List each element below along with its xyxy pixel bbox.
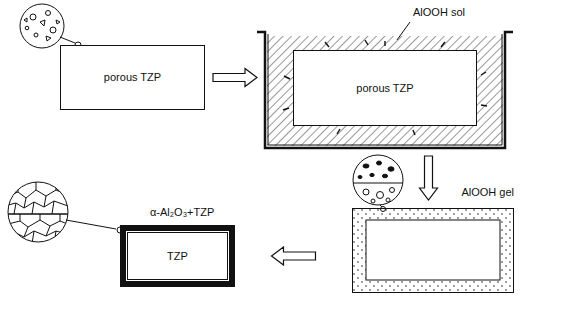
grain-magnifier	[6, 182, 123, 244]
material-label: α-Al₂O₃+TZP	[150, 206, 214, 219]
process-arrow	[213, 69, 257, 87]
sample-label: porous TZP	[356, 82, 413, 95]
gel-layer	[352, 208, 514, 293]
gel-magnifier	[350, 155, 406, 212]
material-label: AlOOH gel	[461, 186, 514, 199]
material-label: AlOOH sol	[413, 6, 465, 19]
sample-label: porous TZP	[104, 71, 161, 84]
sample-label: TZP	[167, 250, 188, 263]
sample-box: porous TZP	[60, 45, 205, 110]
gel-coated-sample: AlOOH gel	[352, 208, 514, 293]
process-arrow	[272, 247, 316, 265]
sample-box: porous TZP	[293, 50, 477, 126]
sol-bath: AlOOH solporous TZP	[265, 28, 505, 148]
pore-magnifier	[20, 4, 81, 48]
coated-sample: TZP	[120, 225, 235, 287]
process-arrow	[420, 156, 438, 200]
